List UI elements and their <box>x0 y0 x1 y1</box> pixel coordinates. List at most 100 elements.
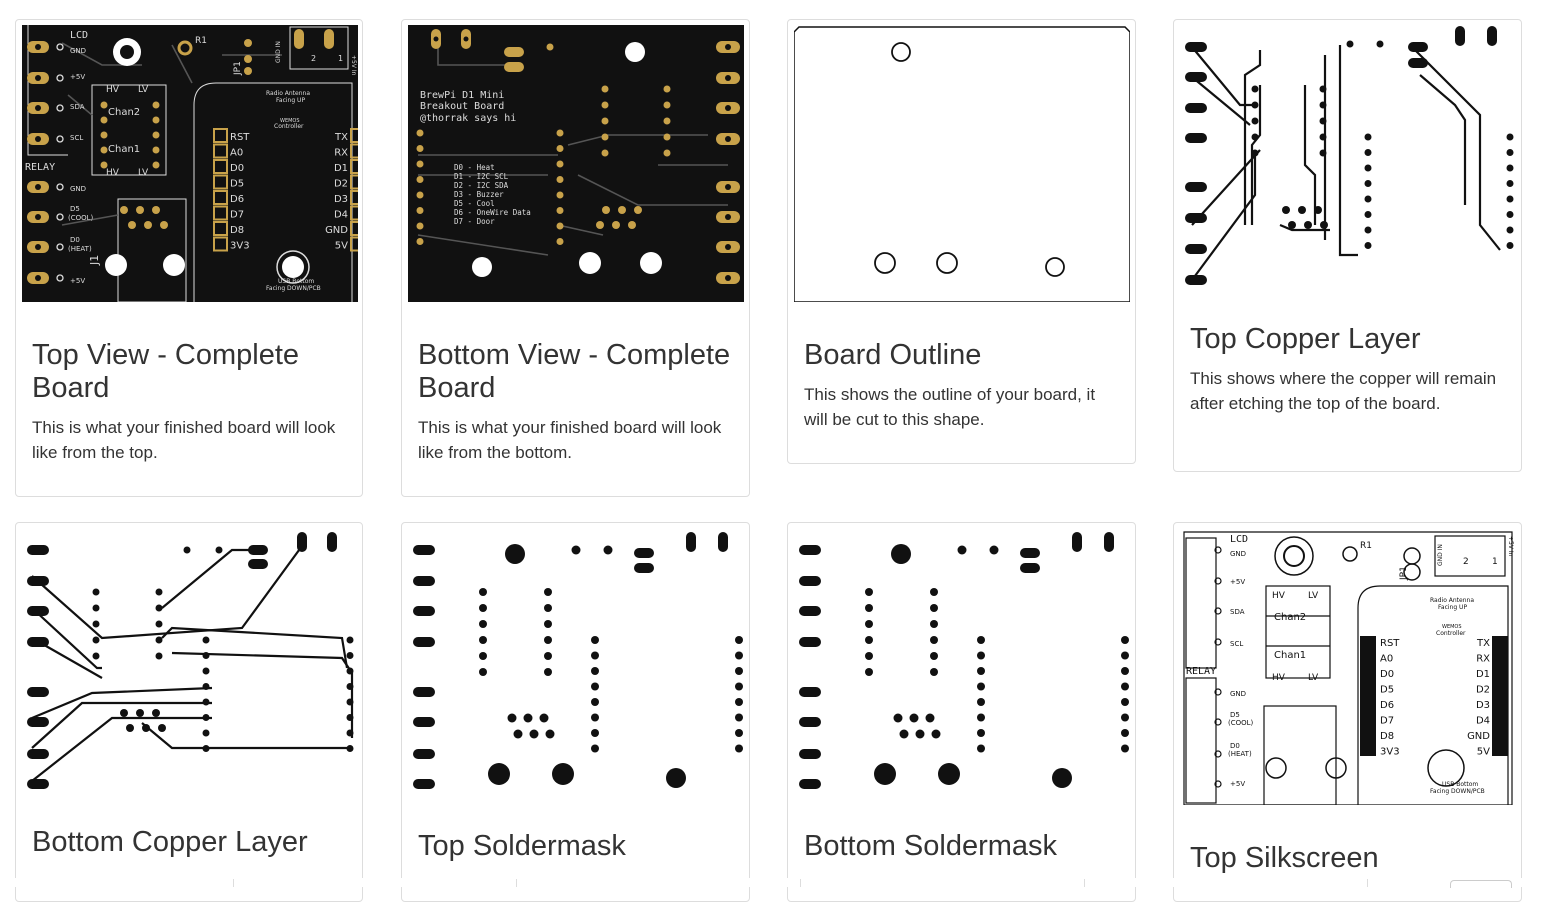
top-silkscreen-image[interactable]: LCD GND +5V SDA SCL RELAY GND D5 (COOL) … <box>1180 528 1516 805</box>
bottom-map-1: D1 - I2C SCL <box>454 172 509 181</box>
silk-right-pin: D4 <box>334 210 348 221</box>
silk2-right-pin: TX <box>1476 638 1490 649</box>
card-top-silkscreen[interactable]: LCD GND +5V SDA SCL RELAY GND D5 (COOL) … <box>1173 522 1522 902</box>
silk2-right-pin: GND <box>1467 731 1490 742</box>
silk-5v2: +5V <box>70 277 85 285</box>
card-bottom-view[interactable]: BrewPi D1 Mini Breakout Board @thorrak s… <box>401 19 750 497</box>
bottom-map-3: D3 - Buzzer <box>454 190 504 199</box>
card-title: Top Copper Layer <box>1190 323 1421 355</box>
silk2-left-pin: D8 <box>1380 731 1394 742</box>
silk2-right-pin: D4 <box>1476 716 1490 727</box>
silk2-facing-up: Facing UP <box>1438 604 1467 611</box>
scroll-to-top-button[interactable] <box>1450 880 1512 888</box>
silk-hv: HV <box>106 85 120 95</box>
silk2-right-pin: D1 <box>1476 669 1490 680</box>
board-outline-image[interactable] <box>794 25 1130 302</box>
silk2-usb: USB Bottom <box>1442 781 1478 788</box>
silk2-chan1: Chan1 <box>1274 650 1306 661</box>
card-title: Top Silkscreen <box>1190 842 1379 874</box>
bottom-soldermask-image[interactable] <box>794 528 1130 805</box>
card-top-soldermask[interactable]: Top Soldermask <box>401 522 750 902</box>
divider <box>1367 879 1368 887</box>
bottom-silk-line-3: @thorrak says hi <box>420 113 516 124</box>
bottom-view-image[interactable]: BrewPi D1 Mini Breakout Board @thorrak s… <box>408 25 744 302</box>
silk2-relay: RELAY <box>1186 666 1216 677</box>
silk-hv2: HV <box>106 168 120 178</box>
silk2-left-pin: A0 <box>1380 654 1393 665</box>
silk2-right-pin: D3 <box>1476 700 1490 711</box>
silk-right-pin: 5V <box>335 241 348 252</box>
card-description: This shows the outline of your board, it… <box>804 385 1096 429</box>
top-soldermask-image[interactable] <box>408 528 744 805</box>
divider <box>1084 879 1085 887</box>
silk-radio: Radio Antenna <box>266 90 310 97</box>
silk-left-pin: D6 <box>230 194 244 205</box>
silk2-hv: HV <box>1272 591 1286 601</box>
silk-lv2: LV <box>138 168 149 178</box>
card-bottom-copper[interactable]: Bottom Copper Layer <box>15 522 363 902</box>
silk-n1: 1 <box>338 54 343 63</box>
silk2-n2: 2 <box>1463 557 1469 567</box>
silk-scl: SCL <box>70 134 83 142</box>
card-description: This is what your finished board will lo… <box>32 418 336 462</box>
bottom-map-2: D2 - I2C SDA <box>454 181 509 190</box>
silk2-lv: LV <box>1308 591 1319 601</box>
card-top-view[interactable]: LCD GND +5V SDA SCL RELAY GND D5 (COOL) … <box>15 19 363 497</box>
card-board-outline[interactable]: Board Outline This shows the outline of … <box>787 19 1136 464</box>
silk2-right-pin: RX <box>1476 654 1490 665</box>
silk2-sda: SDA <box>1230 608 1245 616</box>
bottom-map-5: D6 - OneWire Data <box>454 208 531 217</box>
silk2-scl: SCL <box>1230 640 1243 648</box>
silk-chan1: Chan1 <box>108 144 140 155</box>
silk-relay: RELAY <box>25 162 55 173</box>
bottom-silk-line-2: Breakout Board <box>420 101 504 112</box>
top-copper-image[interactable] <box>1180 25 1516 302</box>
silk2-controller: Controller <box>1436 630 1466 637</box>
silk-right-pin: D3 <box>334 194 348 205</box>
silk2-5v: +5V <box>1230 578 1245 586</box>
silk-chan2: Chan2 <box>108 107 140 118</box>
bottom-map-6: D7 - Door <box>454 217 495 226</box>
silk-right-pin: RX <box>334 148 348 159</box>
card-title: Bottom Soldermask <box>804 830 1058 862</box>
silk-facing-up: Facing UP <box>276 97 305 104</box>
silk-left-pin: RST <box>230 132 250 143</box>
silk2-chan2: Chan2 <box>1274 612 1306 623</box>
silk2-gnd-in: GND IN <box>1437 544 1444 566</box>
silk2-cool: (COOL) <box>1228 719 1254 727</box>
card-bottom-soldermask[interactable]: Bottom Soldermask <box>787 522 1136 902</box>
bottom-copper-image[interactable] <box>22 528 358 805</box>
silk-right-pin: D1 <box>334 163 348 174</box>
silk-gnd-in: GND IN <box>275 41 282 63</box>
silk2-left-pin: D0 <box>1380 669 1394 680</box>
silk2-right-pin: 5V <box>1477 747 1490 758</box>
silk-5v: +5V <box>70 73 85 81</box>
card-top-copper[interactable]: Top Copper Layer This shows where the co… <box>1173 19 1522 472</box>
silk-left-pin: 3V3 <box>230 241 250 252</box>
silk2-heat: (HEAT) <box>1228 750 1252 758</box>
silk2-lv2: LV <box>1308 673 1319 683</box>
silk-controller: Controller <box>274 123 304 130</box>
svg-text:D0 - Heat D1 - I2C SCL: D0 - Heat D1 - I2C SCL D2 - I2C SDA D3 -… <box>454 163 535 226</box>
silk-wemos: WEMOS <box>280 118 300 124</box>
svg-text:BrewPi D1 Mini Breakou: BrewPi D1 Mini Breakout Board @thorrak s… <box>420 90 516 124</box>
card-description: This is what your finished board will lo… <box>418 418 722 462</box>
silk2-wemos: WEMOS <box>1442 624 1462 630</box>
silk2-gnd2: GND <box>1230 690 1246 698</box>
silk2-facing-down: Facing DOWN/PCB <box>1430 788 1485 795</box>
silk-cool: (COOL) <box>68 214 94 222</box>
card-title: Board Outline <box>804 339 982 371</box>
bottom-map-4: D5 - Cool <box>454 199 495 208</box>
silk2-left-pin: D7 <box>1380 716 1394 727</box>
silk-d5: D5 <box>70 205 80 213</box>
top-view-image[interactable]: LCD GND +5V SDA SCL RELAY GND D5 (COOL) … <box>22 25 358 302</box>
silk-right-pin: D2 <box>334 179 348 190</box>
bottom-silk-line-1: BrewPi D1 Mini <box>420 90 504 101</box>
silk2-hv2: HV <box>1272 673 1286 683</box>
silk2-right-pin: D2 <box>1476 685 1490 696</box>
silk-left-pin: A0 <box>230 148 243 159</box>
card-title: Top Soldermask <box>418 830 626 862</box>
silk2-jp1: JP1 <box>1399 566 1409 581</box>
silk-usb: USB Bottom <box>278 278 314 285</box>
silk-left-pin: D0 <box>230 163 244 174</box>
